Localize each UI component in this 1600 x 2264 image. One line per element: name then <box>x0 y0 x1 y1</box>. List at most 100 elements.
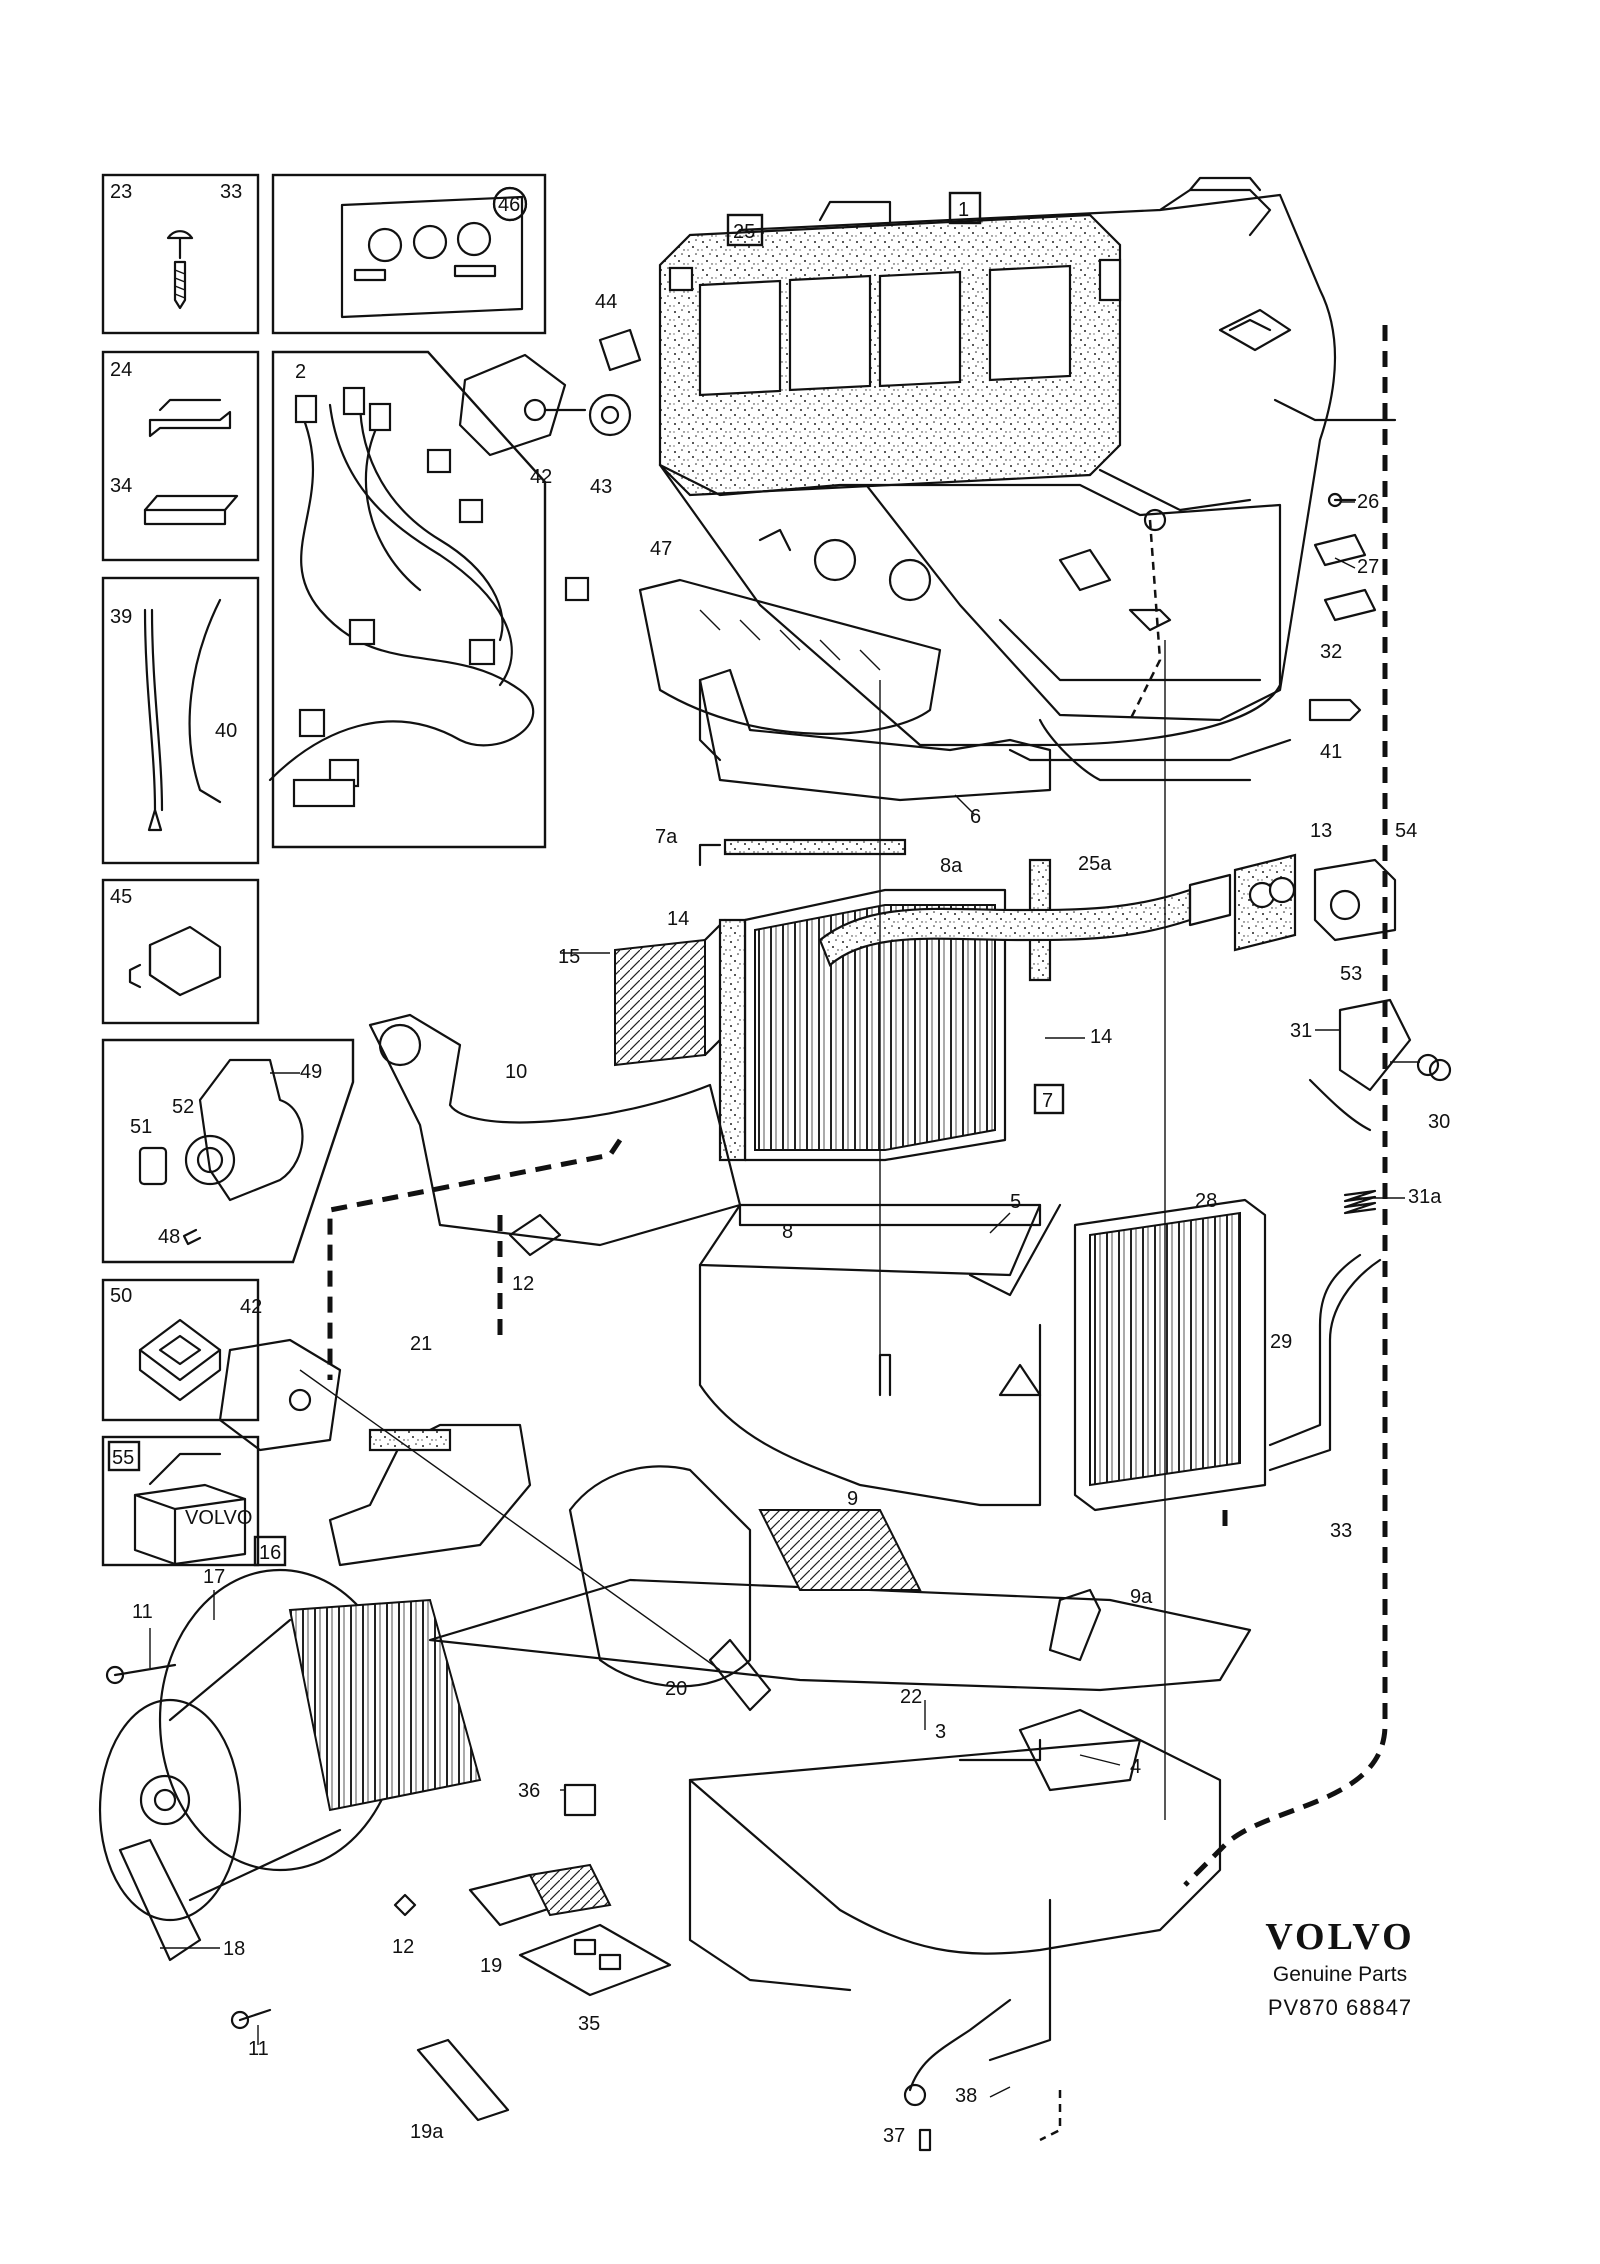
callout-50: 50 <box>110 1285 132 1307</box>
callout-2: 2 <box>295 361 306 383</box>
plate-35 <box>518 1923 672 1997</box>
pipes-29 <box>1268 1253 1382 1472</box>
relay-36 <box>563 1783 597 1817</box>
callout-42-top: 42 <box>530 466 552 488</box>
inset-cable-ties-39-40 <box>101 576 260 865</box>
brand-block: VOLVO Genuine Parts PV870 68847 <box>1220 1915 1460 2021</box>
callout-53: 53 <box>1340 963 1362 985</box>
expansion-valve-54 <box>1313 858 1397 942</box>
callout-18: 18 <box>223 1938 245 1960</box>
screw-11-upper <box>105 1663 177 1685</box>
svg-text:46: 46 <box>498 194 520 216</box>
callout-5: 5 <box>1010 1191 1021 1213</box>
callout-3: 3 <box>935 1721 946 1743</box>
valve-31 <box>1308 998 1412 1132</box>
heater-core-15 <box>614 918 727 1067</box>
callout-19a: 19a <box>410 2121 444 2143</box>
callout-41: 41 <box>1320 741 1342 763</box>
bracket-18 <box>118 1838 202 1962</box>
leader-lines <box>149 501 1420 2098</box>
callout-39: 39 <box>110 606 132 628</box>
kit-box-logo: VOLVO <box>185 1507 252 1529</box>
callout-46: 46 <box>492 186 528 222</box>
callout-51: 51 <box>130 1116 152 1138</box>
callout-55: 55 <box>112 1447 134 1469</box>
callout-7a: 7a <box>655 826 678 848</box>
callout-35: 35 <box>578 2013 600 2035</box>
heater-radiator-28 <box>1073 1198 1267 1512</box>
inset-relay-50 <box>101 1278 260 1422</box>
control-switch-42-lower <box>218 1338 342 1452</box>
callout-14-upper: 14 <box>667 908 689 930</box>
plug-37 <box>918 2128 932 2152</box>
callout-29: 29 <box>1270 1331 1292 1353</box>
callout-20: 20 <box>665 1678 687 1700</box>
duct-tray-47 <box>638 578 942 735</box>
callout-32: 32 <box>1320 641 1342 663</box>
clip-12-upper <box>508 1213 562 1257</box>
callout-9: 9 <box>847 1488 858 1510</box>
upper-housing-1 <box>698 176 1397 782</box>
spring-31a <box>1343 1189 1377 1215</box>
callout-28: 28 <box>1195 1190 1217 1212</box>
callout-27: 27 <box>1357 556 1379 578</box>
callout-43: 43 <box>590 476 612 498</box>
inset-kit-55: VOLVO <box>101 1435 260 1567</box>
part-diagram-code: PV870 68847 <box>1267 1995 1413 2020</box>
callout-24: 24 <box>110 359 132 381</box>
callout-13: 13 <box>1310 820 1332 842</box>
callout-33: 33 <box>1330 1520 1352 1542</box>
bracket-9a <box>1048 1588 1102 1662</box>
lower-case-3 <box>428 1578 1252 2062</box>
callout-36: 36 <box>518 1780 540 1802</box>
callout-11-upper: 11 <box>132 1601 153 1623</box>
gasket-13 <box>1233 853 1297 952</box>
clip-12-lower <box>393 1893 417 1917</box>
washer-30 <box>1416 1053 1452 1082</box>
blower-motor-17 <box>98 1568 482 1922</box>
bracket-27-32 <box>1313 533 1377 622</box>
callout-17: 17 <box>203 1566 225 1588</box>
callout-54: 54 <box>1395 820 1417 842</box>
callout-23: 23 <box>110 181 132 203</box>
deflector-4 <box>1018 1708 1142 1792</box>
callout-33-inset: 33 <box>220 181 242 203</box>
inset-motor-actuator-48-52 <box>101 1038 355 1264</box>
callout-47: 47 <box>650 538 672 560</box>
brand-subtitle: Genuine Parts <box>1272 1963 1408 1986</box>
callout-34: 34 <box>110 475 132 497</box>
pipe-13 <box>818 873 1232 967</box>
callout-4: 4 <box>1130 1756 1141 1778</box>
distribution-case-5 <box>698 1203 1062 1507</box>
screw-26 <box>1327 492 1357 508</box>
callout-7: 7 <box>1033 1083 1065 1115</box>
callout-1: 1 <box>948 191 982 225</box>
callout-8: 8 <box>782 1221 793 1243</box>
assembly-dashed-lines <box>299 325 1388 2142</box>
callout-21: 21 <box>410 1333 432 1355</box>
callout-44: 44 <box>595 291 617 313</box>
inset-screw-23-33 <box>101 173 260 335</box>
callout-48: 48 <box>158 1226 180 1248</box>
callout-52: 52 <box>172 1096 194 1118</box>
control-switch-42-top <box>458 353 587 457</box>
callout-25a: 25a <box>1078 853 1112 875</box>
inset-harness-2 <box>268 350 590 849</box>
callout-31: 31 <box>1290 1020 1312 1042</box>
callout-10: 10 <box>505 1061 527 1083</box>
callout-12-lower: 12 <box>392 1936 414 1958</box>
callout-31a: 31a <box>1408 1186 1442 1208</box>
callout-14-lower: 14 <box>1090 1026 1112 1048</box>
volvo-logo: VOLVO <box>1265 1916 1415 1958</box>
base-tray-6 <box>698 668 1052 802</box>
callout-22: 22 <box>900 1686 922 1708</box>
callout-19: 19 <box>480 1955 502 1977</box>
svg-text:1: 1 <box>958 199 969 221</box>
callout-11-lower: 11 <box>248 2038 269 2060</box>
clip-20 <box>708 1638 772 1712</box>
screw-11-lower <box>230 2008 272 2030</box>
inset-sensor-45 <box>101 878 260 1025</box>
lower-box-25a <box>658 463 1292 762</box>
bracket-19a <box>416 2038 510 2122</box>
